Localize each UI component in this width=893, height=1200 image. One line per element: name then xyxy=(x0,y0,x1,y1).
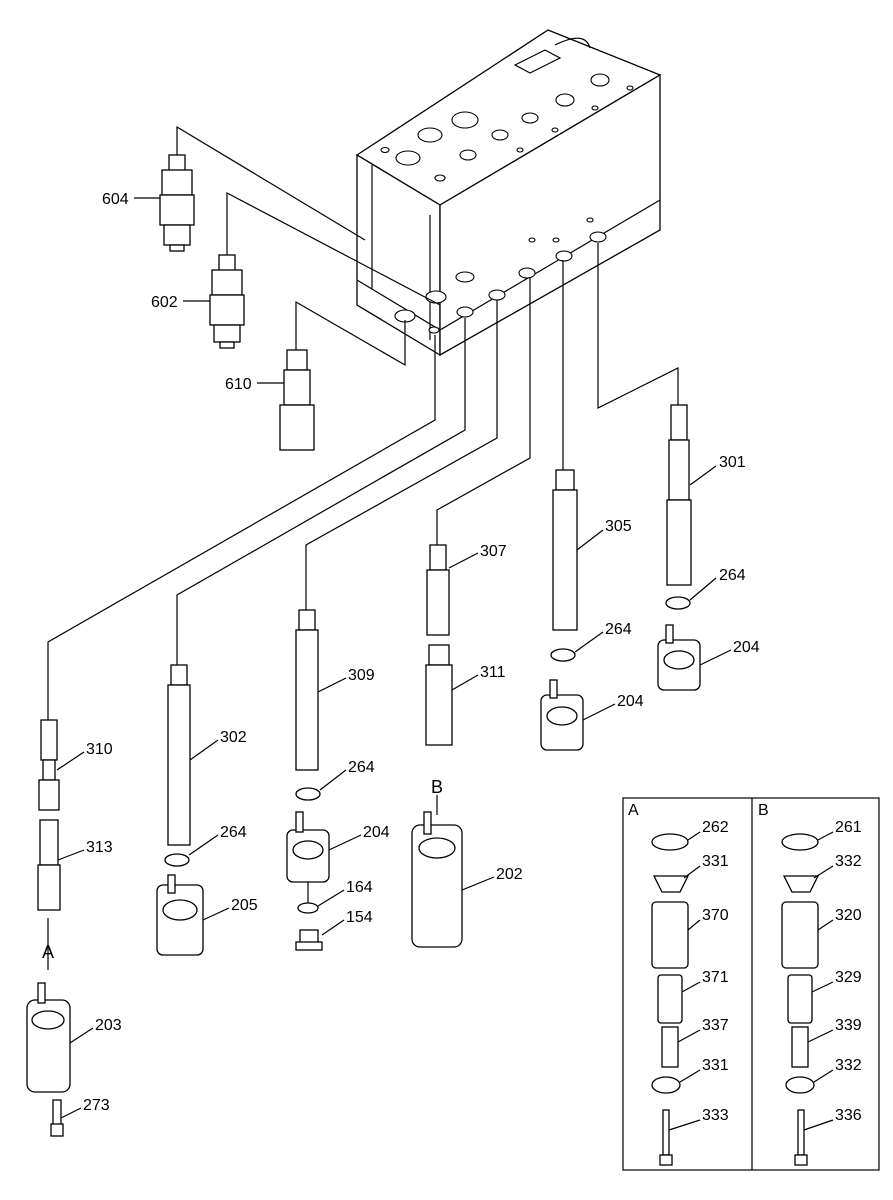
part-203-cap xyxy=(26,982,71,1093)
callout-204-c: 204 xyxy=(363,824,390,841)
callout-273: 273 xyxy=(83,1097,110,1114)
callout-264-b: 264 xyxy=(605,621,632,638)
detail-a-331-bottom: 331 xyxy=(702,1057,729,1074)
callout-154: 154 xyxy=(346,909,373,926)
callout-307: 307 xyxy=(480,543,507,560)
part-204-cap-a xyxy=(657,624,701,691)
callout-309: 309 xyxy=(348,667,375,684)
detail-b-339: 339 xyxy=(835,1017,862,1034)
detail-header-a: A xyxy=(628,802,639,819)
callout-202: 202 xyxy=(496,866,523,883)
part-302-spool xyxy=(167,664,191,846)
part-205-cap xyxy=(156,874,204,956)
callout-310: 310 xyxy=(86,741,113,758)
detail-header-b: B xyxy=(758,802,769,819)
part-310-spool xyxy=(38,719,60,811)
part-602-valve xyxy=(209,254,245,349)
detail-a-331-top: 331 xyxy=(702,853,729,870)
part-264-oring-a xyxy=(665,596,691,610)
part-164-oring xyxy=(297,902,319,914)
part-204-cap-c xyxy=(286,811,330,883)
detail-b-336: 336 xyxy=(835,1107,862,1124)
part-307-spool xyxy=(426,544,450,636)
callout-301: 301 xyxy=(719,454,746,471)
callout-section-a: A xyxy=(42,942,54,962)
detail-b-329: 329 xyxy=(835,969,862,986)
part-301-spool xyxy=(666,404,692,586)
part-264-oring-c xyxy=(295,787,321,801)
detail-a-337: 337 xyxy=(702,1017,729,1034)
part-604-valve xyxy=(159,154,195,252)
callout-164: 164 xyxy=(346,879,373,896)
callout-section-b: B xyxy=(431,777,443,797)
detail-a-262: 262 xyxy=(702,819,729,836)
callout-leaders xyxy=(56,197,732,1119)
part-305-spool xyxy=(552,469,578,631)
callout-305: 305 xyxy=(605,518,632,535)
callout-labels: 604 602 610 301 305 264 264 204 204 307 … xyxy=(42,191,760,1114)
part-204-cap-b xyxy=(540,679,584,751)
callout-204-b: 204 xyxy=(617,693,644,710)
detail-b-320: 320 xyxy=(835,907,862,924)
detail-b-332-top: 332 xyxy=(835,853,862,870)
callout-610: 610 xyxy=(225,376,252,393)
valve-body-block xyxy=(355,29,662,357)
part-313-spool xyxy=(37,819,61,911)
callout-313: 313 xyxy=(86,839,113,856)
callout-264-d: 264 xyxy=(220,824,247,841)
callout-311: 311 xyxy=(480,664,506,681)
part-264-oring-d xyxy=(164,853,190,867)
part-311-spool xyxy=(425,644,453,746)
assembly-lines xyxy=(47,125,679,970)
part-202-cap xyxy=(411,811,463,948)
detail-a-370: 370 xyxy=(702,907,729,924)
callout-264-c: 264 xyxy=(348,759,375,776)
callout-204-a: 204 xyxy=(733,639,760,656)
detail-a-371: 371 xyxy=(702,969,729,986)
part-273-bolt xyxy=(50,1099,64,1137)
part-309-spool xyxy=(295,609,319,771)
callout-205: 205 xyxy=(231,897,258,914)
detail-b-332-bottom: 332 xyxy=(835,1057,862,1074)
detail-b-261: 261 xyxy=(835,819,862,836)
detail-box: A B 262 3 xyxy=(622,797,880,1171)
callout-264-a: 264 xyxy=(719,567,746,584)
callout-203: 203 xyxy=(95,1017,122,1034)
detail-a-333: 333 xyxy=(702,1107,729,1124)
callout-604: 604 xyxy=(102,191,129,208)
callout-602: 602 xyxy=(151,294,178,311)
part-154-plug xyxy=(295,929,323,951)
callout-302: 302 xyxy=(220,729,247,746)
part-610-valve xyxy=(279,349,315,451)
part-264-oring-b xyxy=(550,648,576,662)
